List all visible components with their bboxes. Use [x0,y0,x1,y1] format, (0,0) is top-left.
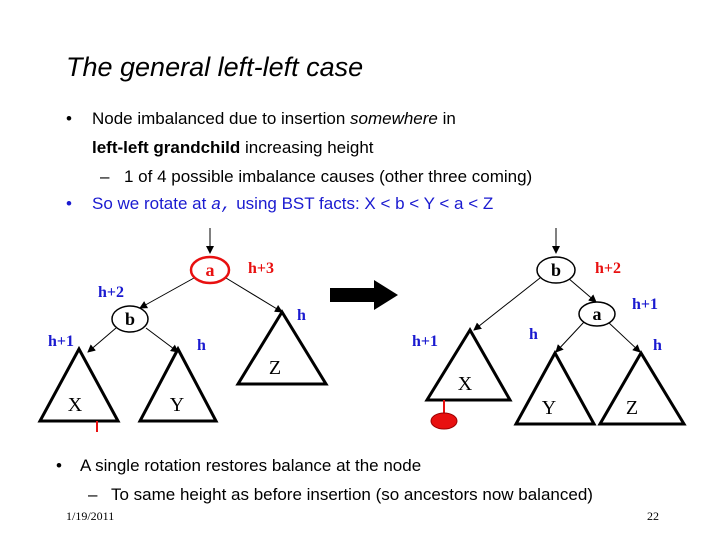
edge-b-y [145,327,179,353]
bullet-2-text-b: using BST facts: X < b < Y < a < Z [231,194,494,213]
bullet-1-text-c: in [437,109,456,128]
node-a-before [189,255,231,285]
edge-b-x [87,327,117,353]
bullet-1-text-a: Node imbalanced due to insertion [92,109,350,128]
height-z-after: h [653,337,662,354]
bullet-1-text-italic: somewhere [350,109,438,128]
height-x-after: h+1 [412,333,438,350]
subtree-y-before-label: Y [170,394,184,416]
footer-date: 1/19/2011 [66,509,115,523]
bullet-1-text-bold: left-left grandchild [92,138,241,157]
edge-a-z-after [607,321,641,353]
slide-title: The general left-left case [66,52,364,82]
subtree-y-after [513,349,597,426]
subtree-x-after [424,327,513,402]
bullet-2-text-a: So we rotate at [92,194,212,213]
height-x-before: h+1 [48,333,74,350]
node-b-after-label: b [551,260,561,280]
inserted-node [430,412,458,430]
node-a-before-label: a [206,260,215,280]
subtree-z-after [597,350,687,426]
subtree-x-after-label: X [458,373,473,395]
bullet-1-line-2: left-left grandchild increasing height [92,138,374,158]
height-a-before: h+3 [248,260,274,277]
node-b-before [111,305,149,333]
bullet-dot: • [56,456,62,475]
footer-page-number: 22 [647,509,659,523]
subtree-z-before [235,309,329,386]
bullet-1-line-1: Node imbalanced due to insertion somewhe… [92,109,456,129]
subtree-y-after-label: Y [542,397,556,419]
height-a-after: h+1 [632,296,658,313]
bullet-1-text-rest: increasing height [240,138,374,157]
height-z-before: h [297,307,306,324]
height-y-before: h [197,337,206,354]
subtree-y-before [137,345,219,423]
edge-a-z [225,277,283,313]
bullet-2-line: So we rotate at a, using BST facts: X < … [92,194,493,215]
sub-bullet-2: To same height as before insertion (so a… [111,485,593,504]
sub-bullet-1: 1 of 4 possible imbalance causes (other … [124,167,533,186]
subtree-z-after-label: Z [626,397,638,419]
node-b-before-label: b [125,309,135,329]
height-b-after: h+2 [595,260,621,277]
bullet-dot: • [66,109,72,128]
edge-a-y-after [555,321,585,353]
bullet-dot: • [66,194,72,213]
subtree-z-before-label: Z [269,357,281,379]
node-a-after [578,301,616,327]
bullet-3: A single rotation restores balance at th… [80,456,422,475]
node-b-after [536,256,576,284]
edge-b-x-after [473,277,541,331]
edge-a-b [139,277,195,309]
sub-bullet-dash: – [88,485,98,504]
sub-bullet-dash: – [100,167,110,186]
height-y-after: h [529,326,538,343]
edge-b-a-after [567,277,597,303]
subtree-x-before-label: X [68,394,83,416]
transform-arrow [330,280,398,310]
subtree-x-before [37,345,121,423]
bullet-2-code: a, [211,196,232,215]
node-a-after-label: a [593,304,602,324]
height-b-before: h+2 [98,284,124,301]
